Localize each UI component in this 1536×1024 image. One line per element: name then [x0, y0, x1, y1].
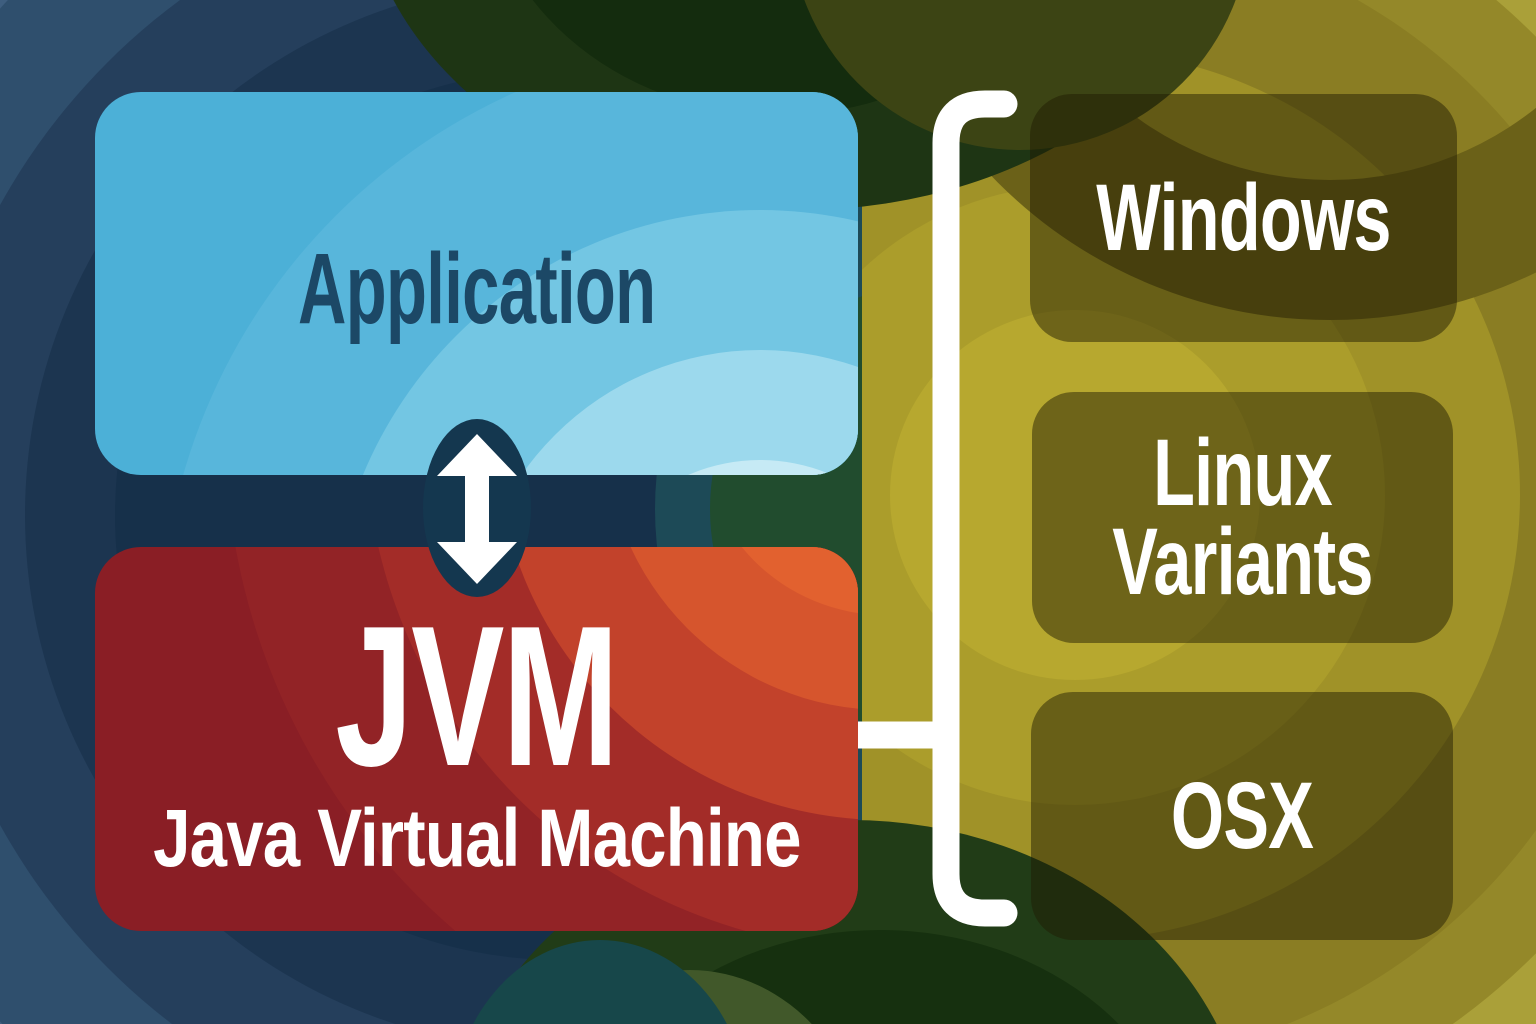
platform-box-windows: Windows: [1030, 94, 1457, 342]
windows-label: Windows: [1096, 164, 1391, 271]
jvm-title: JVM: [335, 585, 620, 808]
jvm-subtitle: Java Virtual Machine: [152, 793, 801, 884]
application-box: Application: [95, 92, 858, 475]
platform-box-linux-variants: Linux Variants: [1032, 392, 1453, 643]
jvm-box: JVM Java Virtual Machine: [95, 547, 858, 931]
platform-box-osx: OSX: [1031, 692, 1453, 940]
application-label: Application: [297, 232, 656, 345]
linux-variants-label: Linux Variants: [1112, 420, 1373, 615]
osx-label: OSX: [1170, 762, 1314, 869]
